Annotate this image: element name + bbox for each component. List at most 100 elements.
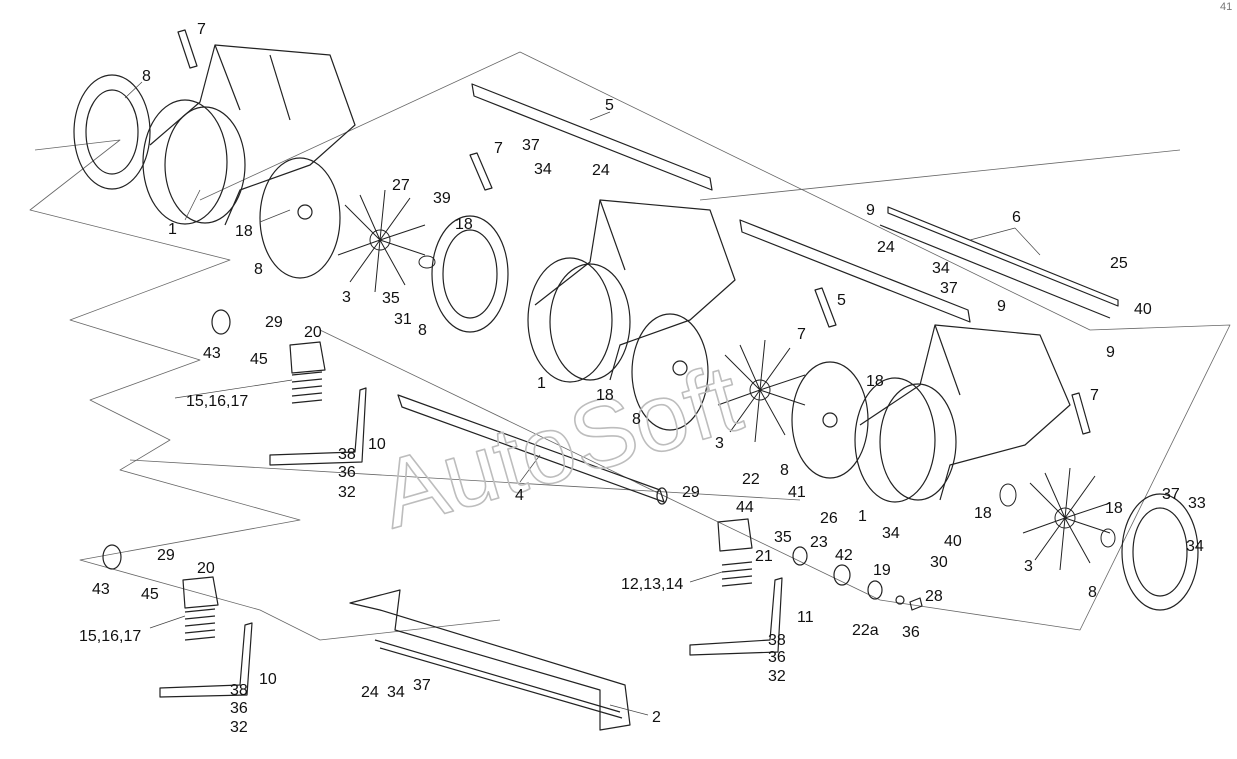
callout-9: 9 (1106, 344, 1115, 361)
callout-34: 34 (387, 684, 405, 701)
fan-housing-left (142, 44, 356, 226)
callout-36: 36 (230, 700, 248, 717)
page-number: 41 (1220, 1, 1232, 13)
callout-7: 7 (1090, 387, 1099, 404)
callout-8: 8 (418, 322, 427, 339)
callout-4: 4 (515, 487, 524, 504)
callout-22: 22 (742, 471, 760, 488)
shaft (397, 394, 668, 505)
callout-29: 29 (265, 314, 283, 331)
callout-43: 43 (203, 345, 221, 362)
callout-3: 3 (342, 289, 351, 306)
callout-11: 11 (797, 609, 814, 626)
callout-38: 38 (230, 682, 248, 699)
callout-2: 2 (652, 709, 661, 726)
callout-20: 20 (304, 324, 322, 341)
callout-1: 1 (168, 221, 177, 238)
callout-44: 44 (736, 499, 754, 516)
callout-42: 42 (835, 547, 853, 564)
callout-34: 34 (534, 161, 552, 178)
callout-1: 1 (537, 375, 546, 392)
beams (471, 83, 1119, 323)
callout-5: 5 (837, 292, 846, 309)
callout-32: 32 (338, 484, 356, 501)
fan-impellers (337, 189, 1116, 571)
callout-32: 32 (768, 668, 786, 685)
callout-15-16-17: 15,16,17 (79, 628, 141, 645)
callout-18: 18 (596, 387, 614, 404)
callout-38: 38 (768, 632, 786, 649)
callout-labels: 7 8 1 18 8 3 27 39 18 35 31 8 5 37 34 24… (79, 21, 1206, 736)
callout-28: 28 (925, 588, 943, 605)
callout-40: 40 (944, 533, 962, 550)
callout-39: 39 (433, 190, 451, 207)
callout-18: 18 (866, 373, 884, 390)
callout-29: 29 (157, 547, 175, 564)
callout-40: 40 (1134, 301, 1152, 318)
callout-33: 33 (1188, 495, 1206, 512)
callout-37: 37 (1162, 486, 1180, 503)
fan-housing-right (854, 324, 1071, 503)
callout-19: 19 (873, 562, 891, 579)
callout-3: 3 (715, 435, 724, 452)
callout-7: 7 (197, 21, 206, 38)
callout-7: 7 (494, 140, 503, 157)
callout-24: 24 (877, 239, 895, 256)
callout-37: 37 (522, 137, 540, 154)
callout-27: 27 (392, 177, 410, 194)
callout-25: 25 (1110, 255, 1128, 272)
leader-lines (124, 81, 1041, 716)
callout-35: 35 (382, 290, 400, 307)
callout-8: 8 (254, 261, 263, 278)
callout-5: 5 (605, 97, 614, 114)
drive-parts (792, 546, 923, 611)
callout-18: 18 (235, 223, 253, 240)
callout-26: 26 (820, 510, 838, 527)
callout-9: 9 (997, 298, 1006, 315)
callout-21: 21 (755, 548, 773, 565)
callout-7: 7 (797, 326, 806, 343)
callout-20: 20 (197, 560, 215, 577)
callout-45: 45 (250, 351, 268, 368)
callout-34: 34 (1186, 538, 1204, 555)
callout-30: 30 (930, 554, 948, 571)
callout-1: 1 (858, 508, 867, 525)
callout-24: 24 (592, 162, 610, 179)
callout-37: 37 (413, 677, 431, 694)
callout-43: 43 (92, 581, 110, 598)
callout-29: 29 (682, 484, 700, 501)
callout-32: 32 (230, 719, 248, 736)
callout-36: 36 (338, 464, 356, 481)
fan-housing-center (527, 199, 736, 383)
callout-24: 24 (361, 684, 379, 701)
callout-31: 31 (394, 311, 412, 328)
watermark-text: AutoSoft (368, 344, 751, 548)
callout-23: 23 (810, 534, 828, 551)
callout-18: 18 (974, 505, 992, 522)
callout-22a: 22a (852, 622, 879, 639)
callout-15-16-17: 15,16,17 (186, 393, 248, 410)
lower-frame (349, 589, 631, 731)
callout-37: 37 (940, 280, 958, 297)
callout-8: 8 (142, 68, 151, 85)
straps (177, 29, 1091, 435)
guide-lines (29, 51, 1231, 641)
callout-10: 10 (259, 671, 277, 688)
callout-35: 35 (774, 529, 792, 546)
callout-8: 8 (1088, 584, 1097, 601)
callout-8: 8 (632, 411, 641, 428)
callout-34: 34 (882, 525, 900, 542)
callout-41: 41 (788, 484, 806, 501)
callout-8: 8 (780, 462, 789, 479)
callout-18: 18 (455, 216, 473, 233)
callout-6: 6 (1012, 209, 1021, 226)
callout-38: 38 (338, 446, 356, 463)
callout-36: 36 (768, 649, 786, 666)
bearing-supports (102, 309, 783, 698)
callout-36: 36 (902, 624, 920, 641)
callout-9: 9 (866, 202, 875, 219)
callout-3: 3 (1024, 558, 1033, 575)
flange-rings (73, 74, 1199, 611)
callout-12-13-14: 12,13,14 (621, 576, 683, 593)
